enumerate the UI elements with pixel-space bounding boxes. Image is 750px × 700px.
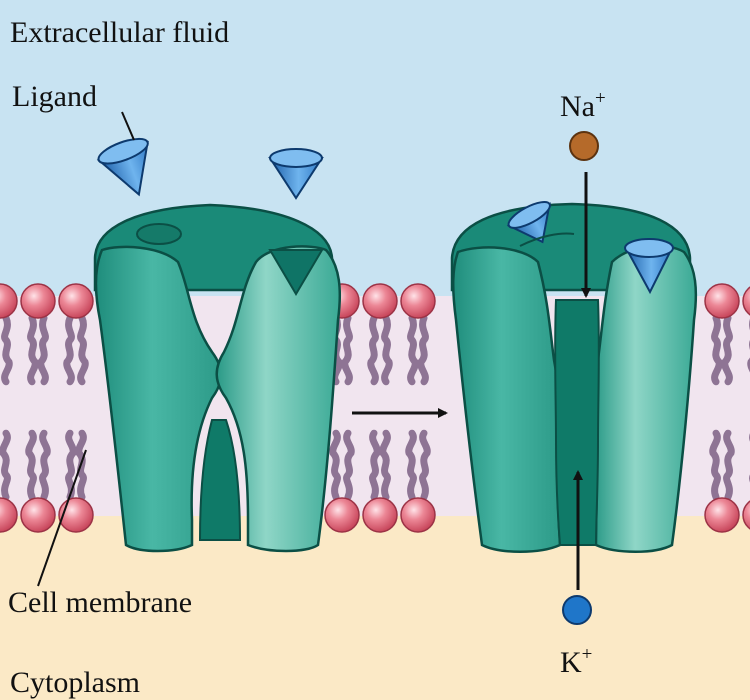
lipid-tail (27, 314, 39, 386)
cell-membrane-leader-line (37, 449, 87, 587)
potassium-label: K+ (560, 644, 592, 679)
ligand-free-2 (268, 148, 324, 200)
lipid-tail (63, 314, 75, 386)
closed-channel-left-subunit (94, 245, 223, 553)
lipid-head (742, 500, 750, 530)
lipid-tail (369, 429, 381, 501)
lipid-head (58, 497, 94, 533)
lipid-head (742, 286, 750, 316)
lipid-tail (329, 429, 341, 501)
lipid-head (0, 283, 18, 319)
sodium-ion (569, 131, 599, 161)
lipid-tail (367, 314, 379, 386)
lipid-tail (417, 314, 429, 386)
lipid-tail (37, 314, 49, 386)
lipid-tail (711, 314, 723, 386)
ligand-bound-cap-1 (507, 201, 551, 229)
lipid-tail (721, 314, 733, 386)
closed-channel-lower-pore (198, 419, 242, 541)
cytoplasm-label: Cytoplasm (10, 666, 140, 699)
lipid-tail (65, 429, 77, 501)
lipid-tail (0, 429, 11, 501)
closed-channel-binding-site-right (268, 249, 324, 296)
ligand-bound-ledge (519, 232, 575, 247)
cell-membrane-label: Cell membrane (8, 586, 192, 619)
ligand-cap-1 (97, 137, 149, 165)
lipid-tail (709, 429, 721, 501)
ligand-bound-2 (624, 238, 674, 295)
lipid-tail (1, 314, 13, 386)
potassium-ion (562, 595, 592, 625)
lipid-tail (39, 429, 51, 501)
lipid-head (362, 497, 398, 533)
lipid-tail (25, 429, 37, 501)
closed-channel-binding-site-left (136, 223, 182, 245)
lipid-head (58, 283, 94, 319)
lipid-head (20, 283, 56, 319)
lipid-tail (77, 314, 89, 386)
lipid-head (704, 497, 740, 533)
lipid-tail (379, 429, 391, 501)
sodium-label: Na+ (560, 88, 606, 123)
ligand-free-1 (96, 137, 149, 197)
lipid-tail (419, 429, 431, 501)
lipid-bilayer (0, 283, 750, 533)
closed-channel (93, 203, 342, 553)
ligand-bound-1 (506, 201, 551, 244)
lipid-head (400, 497, 436, 533)
lipid-head (324, 497, 360, 533)
lipid-tail (407, 314, 419, 386)
lipid-head (0, 497, 18, 533)
lipid-head (400, 283, 436, 319)
ligand-leader-line (121, 111, 135, 141)
ligand-bound-cap-2 (624, 238, 674, 258)
lipid-tail (381, 314, 393, 386)
ligand-cap-2 (269, 148, 323, 168)
lipid-tail (723, 429, 735, 501)
ligand-label: Ligand (12, 80, 97, 113)
lipid-tail (343, 429, 355, 501)
lipid-head (20, 497, 56, 533)
extracellular-label: Extracellular fluid (10, 16, 229, 49)
lipid-tail (341, 314, 353, 386)
open-channel-pore (554, 299, 600, 546)
lipid-tail (405, 429, 417, 501)
lipid-head (362, 283, 398, 319)
lipid-head (704, 283, 740, 319)
closed-channel-right-subunit (215, 245, 342, 553)
